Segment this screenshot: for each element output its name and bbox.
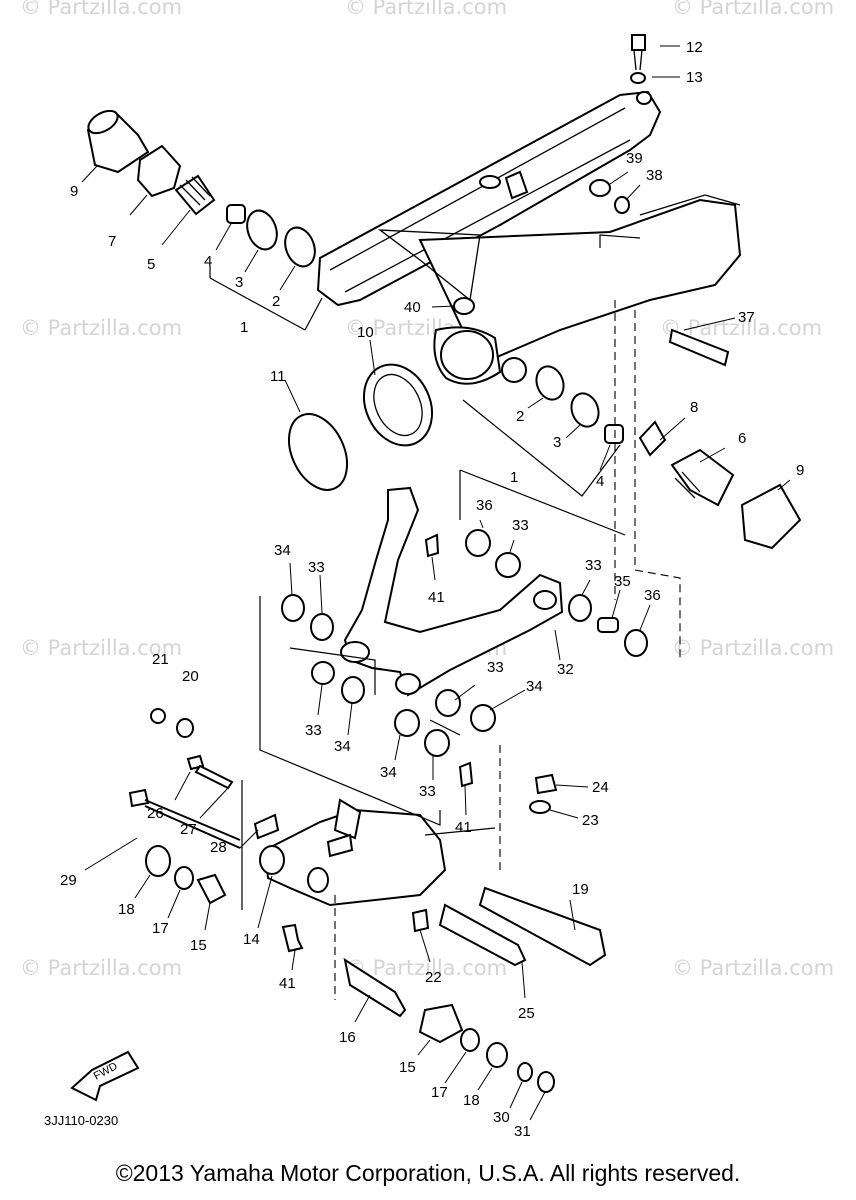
callout-3: 3 bbox=[553, 434, 561, 451]
callout-1: 1 bbox=[240, 319, 248, 336]
callout-labels: 12 13 9 7 5 4 3 2 1 39 38 40 37 10 11 2 … bbox=[60, 39, 804, 1140]
watermark: © Partzilla.com bbox=[20, 956, 182, 980]
callout-33: 33 bbox=[585, 557, 602, 574]
callout-41: 41 bbox=[279, 975, 296, 992]
relay-arm-drawing bbox=[281, 486, 648, 788]
rear-arm-drawing bbox=[316, 34, 742, 385]
callout-37: 37 bbox=[738, 309, 755, 326]
callout-36: 36 bbox=[476, 497, 493, 514]
callout-34: 34 bbox=[380, 764, 397, 781]
watermark: © Partzilla.com bbox=[672, 636, 834, 660]
callout-12: 12 bbox=[686, 39, 703, 56]
connecting-rod-drawing: FWD bbox=[70, 708, 607, 1102]
callout-41: 41 bbox=[455, 819, 472, 836]
callout-30: 30 bbox=[493, 1109, 510, 1126]
callout-5: 5 bbox=[147, 256, 155, 273]
callout-16: 16 bbox=[339, 1029, 356, 1046]
watermark: © Partzilla.com bbox=[345, 0, 507, 19]
callout-33: 33 bbox=[512, 517, 529, 534]
pivot-parts-left bbox=[86, 109, 316, 268]
callout-9: 9 bbox=[70, 183, 78, 200]
seal-parts bbox=[287, 363, 434, 491]
pivot-parts-right bbox=[535, 179, 802, 550]
callout-2: 2 bbox=[516, 408, 524, 425]
watermark: © Partzilla.com bbox=[672, 956, 834, 980]
callout-33: 33 bbox=[308, 559, 325, 576]
callout-10: 10 bbox=[357, 324, 374, 341]
copyright-notice: ©2013 Yamaha Motor Corporation, U.S.A. A… bbox=[115, 1160, 741, 1186]
callout-4: 4 bbox=[596, 473, 604, 490]
callout-28: 28 bbox=[210, 839, 227, 856]
callout-17: 17 bbox=[431, 1084, 448, 1101]
callout-34: 34 bbox=[526, 678, 543, 695]
watermark: © Partzilla.com bbox=[672, 0, 834, 19]
callout-20: 20 bbox=[182, 668, 199, 685]
watermark: © Partzilla.com bbox=[345, 956, 507, 980]
callout-21: 21 bbox=[152, 651, 169, 668]
callout-25: 25 bbox=[518, 1005, 535, 1022]
watermark: © Partzilla.com bbox=[20, 0, 182, 19]
callout-33: 33 bbox=[487, 659, 504, 676]
callout-29: 29 bbox=[60, 872, 77, 889]
callout-27: 27 bbox=[180, 821, 197, 838]
callout-17: 17 bbox=[152, 920, 169, 937]
callout-15: 15 bbox=[190, 937, 207, 954]
watermark: © Partzilla.com bbox=[20, 316, 182, 340]
callout-9: 9 bbox=[796, 462, 804, 479]
callout-18: 18 bbox=[463, 1092, 480, 1109]
callout-23: 23 bbox=[582, 812, 599, 829]
callout-14: 14 bbox=[243, 931, 260, 948]
callout-24: 24 bbox=[592, 779, 609, 796]
callout-11: 11 bbox=[270, 368, 286, 385]
callout-36: 36 bbox=[644, 587, 661, 604]
callout-19: 19 bbox=[572, 881, 589, 898]
callout-4: 4 bbox=[204, 253, 212, 270]
bracket-lines bbox=[209, 234, 681, 1000]
callout-26: 26 bbox=[147, 805, 164, 822]
callout-22: 22 bbox=[425, 969, 442, 986]
callout-33: 33 bbox=[305, 722, 322, 739]
callout-32: 32 bbox=[557, 661, 574, 678]
callout-7: 7 bbox=[108, 233, 116, 250]
callout-34: 34 bbox=[274, 542, 291, 559]
callout-8: 8 bbox=[690, 399, 698, 416]
callout-35: 35 bbox=[614, 573, 631, 590]
callout-15: 15 bbox=[399, 1059, 416, 1076]
callout-2: 2 bbox=[272, 293, 280, 310]
callout-6: 6 bbox=[738, 430, 746, 447]
callout-38: 38 bbox=[646, 167, 663, 184]
leader-lines bbox=[81, 45, 791, 1121]
callout-3: 3 bbox=[235, 274, 243, 291]
callout-1: 1 bbox=[510, 469, 518, 486]
callout-13: 13 bbox=[686, 69, 703, 86]
callout-41: 41 bbox=[428, 589, 445, 606]
callout-31: 31 bbox=[514, 1123, 531, 1140]
watermark: © Partzilla.com bbox=[20, 636, 182, 660]
diagram-code: 3JJ110-0230 bbox=[44, 1113, 119, 1128]
callout-33: 33 bbox=[419, 783, 436, 800]
callout-18: 18 bbox=[118, 901, 135, 918]
callout-39: 39 bbox=[626, 150, 643, 167]
callout-34: 34 bbox=[334, 738, 351, 755]
callout-40: 40 bbox=[404, 299, 421, 316]
